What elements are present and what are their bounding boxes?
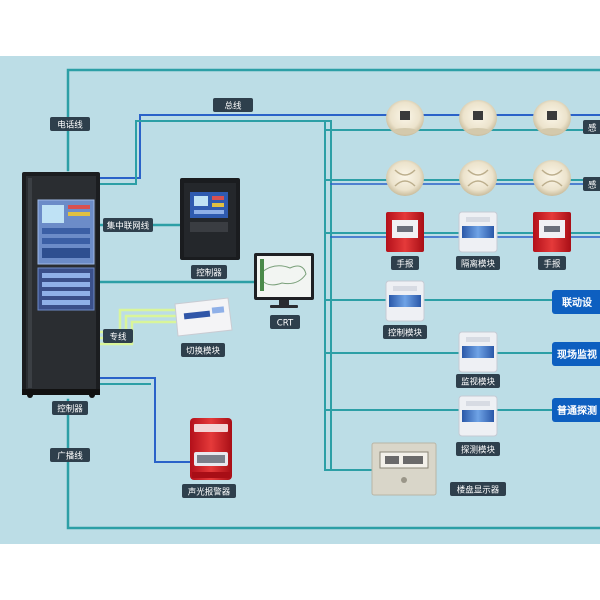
switch-module (174, 297, 233, 337)
manual-alarm-2 (533, 212, 571, 252)
isolation-module-label: 隔离模块 (461, 259, 496, 270)
isolation-module (458, 211, 498, 253)
panel-label: 控制器 (196, 268, 222, 279)
linkage-equipment-button[interactable]: 联动设 (552, 290, 600, 314)
switch-module-label: 切换模块 (186, 346, 221, 357)
heat-detector-2 (459, 160, 497, 196)
bus-line-teal (99, 120, 331, 185)
sound-light-alarm (190, 418, 232, 480)
manual-alarm-2-label-tag: 手报 (538, 256, 566, 270)
crt-label-tag: CRT (270, 315, 300, 329)
cabinet-label-tag: 控制器 (52, 401, 88, 415)
floor-display-label: 楼盘显示器 (457, 485, 500, 496)
site-monitor-label: 现场监视 (557, 348, 597, 361)
broadcast-line (66, 398, 600, 530)
heat-detector-row-label: 感 (588, 180, 597, 191)
control-module (385, 280, 425, 322)
floor-display-label-tag: 楼盘显示器 (450, 482, 506, 496)
panel-label-tag: 控制器 (191, 265, 227, 279)
smoke-detector-3 (533, 100, 571, 136)
monitor-module-label-tag: 监视模块 (456, 374, 500, 388)
normal-probe-button[interactable]: 普通探测 (552, 398, 600, 422)
dedicated-line-label: 专线 (109, 332, 127, 343)
alarm-label-tag: 声光报警器 (182, 484, 236, 498)
label-dedicated-line: 专线 (103, 329, 133, 343)
site-monitor-button[interactable]: 现场监视 (552, 342, 600, 366)
smoke-detector-1 (386, 100, 424, 136)
phone-line-label: 电话线 (57, 120, 83, 131)
heat-detector-3 (533, 160, 571, 196)
crt-label: CRT (277, 319, 294, 329)
control-panel (180, 178, 240, 260)
probe-module-label-tag: 探测模块 (456, 442, 500, 456)
alarm-label: 声光报警器 (188, 487, 231, 498)
heat-detector-row-label-tag: 感 (583, 177, 600, 191)
control-module-label-tag: 控制模块 (383, 325, 427, 339)
label-broadcast-line: 广播线 (50, 448, 90, 462)
switch-module-label-tag: 切换模块 (181, 343, 225, 357)
network-line-label: 集中联网线 (107, 221, 150, 232)
control-module-label: 控制模块 (388, 328, 423, 339)
heat-detector-1 (386, 160, 424, 196)
crt-monitor (254, 253, 314, 308)
isolation-module-label-tag: 隔离模块 (456, 256, 500, 270)
controller-cabinet (22, 172, 100, 398)
phone-line (66, 68, 600, 172)
monitor-module (458, 331, 498, 373)
bus-label: 总线 (224, 101, 242, 112)
cabinet-label: 控制器 (57, 404, 83, 415)
broadcast-line-label: 广播线 (57, 451, 83, 462)
label-network-line: 集中联网线 (103, 218, 153, 232)
smoke-detector-2 (459, 100, 497, 136)
probe-module-label: 探测模块 (461, 445, 496, 456)
alarm-link (99, 377, 191, 463)
label-bus: 总线 (213, 98, 253, 112)
smoke-detector-row-label-tag: 感 (583, 120, 600, 134)
manual-alarm-1-label: 手报 (396, 259, 414, 270)
normal-probe-label: 普通探测 (557, 404, 597, 417)
smoke-detector-row-label: 感 (588, 123, 597, 134)
floor-display (371, 442, 437, 496)
manual-alarm-1 (386, 212, 424, 252)
bus-line-blue (99, 114, 600, 179)
linkage-equipment-label: 联动设 (562, 296, 592, 309)
probe-module (458, 395, 498, 437)
manual-alarm-2-label: 手报 (543, 259, 561, 270)
label-phone-line: 电话线 (50, 117, 90, 131)
manual-alarm-1-label-tag: 手报 (391, 256, 419, 270)
monitor-module-label: 监视模块 (461, 377, 496, 388)
